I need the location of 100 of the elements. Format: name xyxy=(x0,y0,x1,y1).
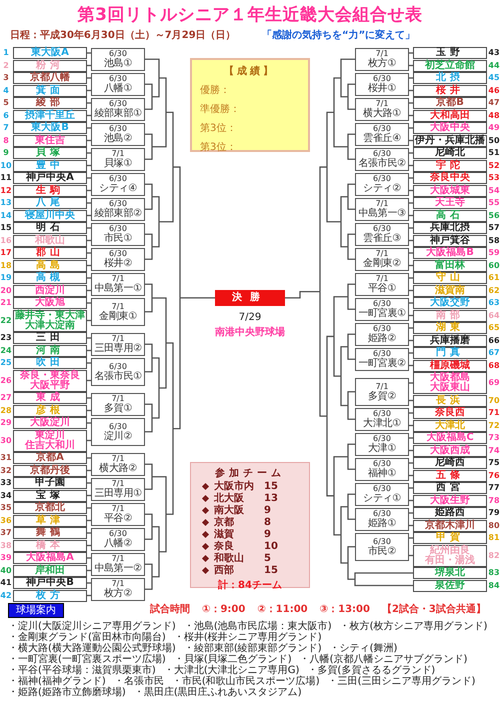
seed-number: 71 xyxy=(488,408,500,418)
seed-number: 48 xyxy=(488,110,500,120)
seed-number: 9 xyxy=(2,148,10,158)
team-name: 大阪平野 xyxy=(30,380,70,390)
seed-number: 3 xyxy=(2,73,10,83)
seed-number: 2 xyxy=(2,60,10,70)
seed-number: 46 xyxy=(488,86,500,96)
seed-number: 1 xyxy=(2,48,10,58)
seed-number: 25 xyxy=(0,358,12,368)
team-name-box: 高石 xyxy=(413,210,487,222)
team-name-box: 橿原磯城 xyxy=(413,360,487,372)
team-name-box: 大阪西成 xyxy=(413,444,487,456)
venue-item: ・一町宮裏(一町宮裏スポーツ広場) xyxy=(8,654,166,665)
team-name-box: 舞鶴 xyxy=(13,527,87,539)
seed-number: 50 xyxy=(488,136,500,146)
match-date: 7/1 xyxy=(376,249,388,258)
match-label-box xyxy=(355,533,409,560)
seed-number: 17 xyxy=(0,248,12,258)
match-venue: シティ① xyxy=(363,493,401,504)
game-time-text: 【2試合・3試合共通】 xyxy=(382,604,486,616)
match-date: 6/30 xyxy=(109,174,127,184)
seed-number: 12 xyxy=(0,186,12,196)
match-venue: 福神① xyxy=(368,468,396,480)
seed-number: 43 xyxy=(488,48,500,58)
match-label-box xyxy=(355,508,409,530)
seed-number: 40 xyxy=(0,566,12,576)
team-name-box xyxy=(13,370,87,392)
seed-number: 70 xyxy=(488,396,500,406)
venue-item: ・大津北(大津北シニア専用G) xyxy=(164,665,300,676)
match-date: 7/1 xyxy=(112,334,124,344)
match-date: 7/1 xyxy=(376,382,388,391)
team-name-box: 奈良中央 xyxy=(413,172,487,184)
match-date: 6/30 xyxy=(109,124,127,134)
seed-number: 68 xyxy=(488,360,500,370)
seed-number: 19 xyxy=(0,273,12,283)
team-name-box: 大阪福島B xyxy=(413,247,487,259)
match-label-box xyxy=(91,358,145,386)
match-label-box xyxy=(355,223,409,246)
team-name-box: 生駒 xyxy=(13,184,87,196)
match-venue: 横大路① xyxy=(363,108,401,120)
match-date: 7/1 xyxy=(112,149,124,158)
seed-number: 27 xyxy=(0,393,12,403)
match-label-box xyxy=(91,453,145,476)
team-name-box: 郡山 xyxy=(13,247,87,259)
seed-number: 44 xyxy=(488,60,500,70)
team-name-box: 大阪城東 xyxy=(413,184,487,196)
venue-item: ・名張市民 xyxy=(114,676,164,687)
team-name-box: 奈良西 xyxy=(413,407,487,419)
match-label-box xyxy=(355,273,409,296)
team-name-box: 桜井 xyxy=(413,84,487,96)
seed-number: 60 xyxy=(488,260,500,270)
match-venue: 雲雀丘④ xyxy=(363,133,401,144)
team-name-box: 彦根 xyxy=(13,404,87,416)
team-name-box: 大津北 xyxy=(413,420,487,432)
match-label-box xyxy=(91,298,145,326)
seed-number: 37 xyxy=(0,528,12,538)
seed-number: 24 xyxy=(0,346,12,356)
seed-number: 15 xyxy=(0,223,12,233)
match-venue: 淀川② xyxy=(104,430,132,442)
seed-number: 76 xyxy=(488,470,500,480)
team-name-box xyxy=(13,430,87,452)
team-name-box xyxy=(413,372,487,394)
seed-number: 64 xyxy=(488,310,500,320)
team-name: 奈良・東奈良 xyxy=(20,370,80,380)
team-name-box: 五條 xyxy=(413,470,487,482)
match-venue: 姫路① xyxy=(368,518,396,530)
match-label-box xyxy=(355,458,409,480)
team-name-box: 尼崎西 xyxy=(413,457,487,469)
final-banner: 決勝 xyxy=(215,290,285,306)
match-label-box xyxy=(91,333,145,356)
region-name: 南大阪 xyxy=(214,505,245,516)
result-line: 準優勝： xyxy=(200,104,240,116)
match-date: 6/30 xyxy=(109,529,127,538)
venue-item: ・八幡(京都八幡シニアサブグランド) xyxy=(300,654,468,665)
match-date: 6/30 xyxy=(109,249,127,258)
seed-number: 18 xyxy=(0,260,12,270)
seed-number: 59 xyxy=(488,248,500,258)
match-venue: 多賀① xyxy=(104,403,132,414)
seed-number: 13 xyxy=(0,198,12,208)
region-name: 和歌山 xyxy=(214,553,245,564)
match-label-box xyxy=(91,393,145,416)
team-name-box: 東住吉 xyxy=(13,134,87,146)
seed-number: 49 xyxy=(488,123,500,133)
result-line: 第3位： xyxy=(200,142,236,154)
team-name-box: 寝屋川中央 xyxy=(13,210,87,222)
venue-item: ・貝塚(貝塚二色グランド) xyxy=(174,654,292,665)
match-date: 6/30 xyxy=(373,174,391,184)
team-name-box: 大阪旭 xyxy=(13,297,87,309)
seed-number: 61 xyxy=(488,273,500,283)
match-label-box xyxy=(91,553,145,576)
team-name-box: 兵庫北摂 xyxy=(413,222,487,234)
match-venue: 金剛東② xyxy=(363,258,401,270)
seed-number: 56 xyxy=(488,210,500,220)
venue-guide-button: 球場案内 xyxy=(8,603,64,618)
seed-number: 51 xyxy=(488,148,500,158)
match-date: 6/30 xyxy=(373,299,391,308)
team-name-box: 綾部 xyxy=(13,97,87,109)
match-label-box xyxy=(91,73,145,96)
match-venue: シティ② xyxy=(363,183,401,194)
match-venue: 平谷① xyxy=(368,283,396,294)
